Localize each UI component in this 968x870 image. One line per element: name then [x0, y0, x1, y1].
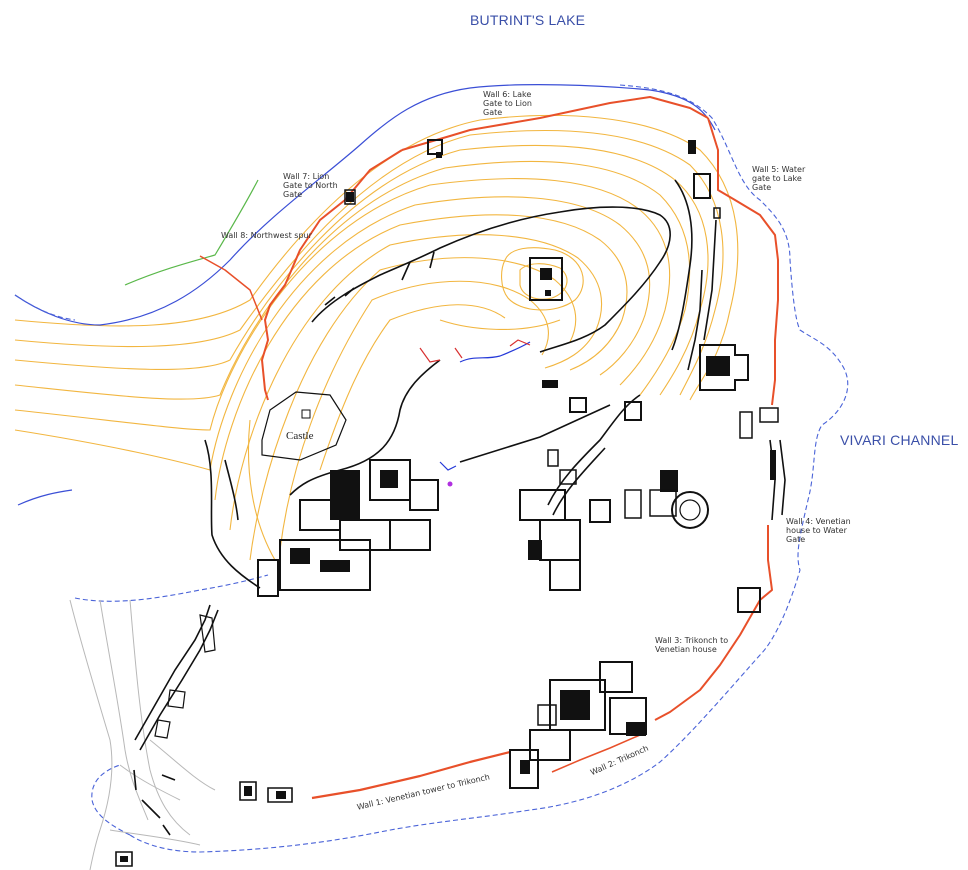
wall-6-line [401, 96, 709, 151]
wall-2-line [551, 734, 641, 773]
wall-7-label: Wall 7: Lion Gate to North Gate [283, 172, 338, 199]
wall-1-line [311, 750, 511, 800]
wall-5-line [707, 117, 779, 406]
channel-label: VIVARI CHANNEL [840, 432, 959, 448]
ruins [115, 179, 786, 867]
green-line [124, 179, 259, 286]
wall-5-label: Wall 5: Water gate to Lake Gate [752, 165, 806, 192]
wall-4-label: Wall 4: Venetian house to Water Gate [786, 517, 851, 544]
excavation-details [419, 339, 531, 487]
shoreline [14, 84, 716, 506]
lake-label: BUTRINT'S LAKE [470, 12, 586, 28]
wall-3-line [654, 599, 761, 721]
wall-8-label: Wall 8: Northwest spur [221, 231, 312, 240]
city-walls [199, 96, 779, 800]
castle-label: Castle [286, 430, 314, 442]
wall-4-line [759, 525, 773, 601]
wall-6-label: Wall 6: Lake Gate to Lion Gate [483, 90, 532, 117]
wall-3-label: Wall 3: Trikonch to Venetian house [655, 636, 729, 654]
ruin-blocks [120, 139, 779, 862]
dashed-boundary [14, 84, 849, 853]
roads [69, 599, 216, 870]
contour-lines [14, 114, 739, 561]
wall-8-line [199, 255, 263, 321]
